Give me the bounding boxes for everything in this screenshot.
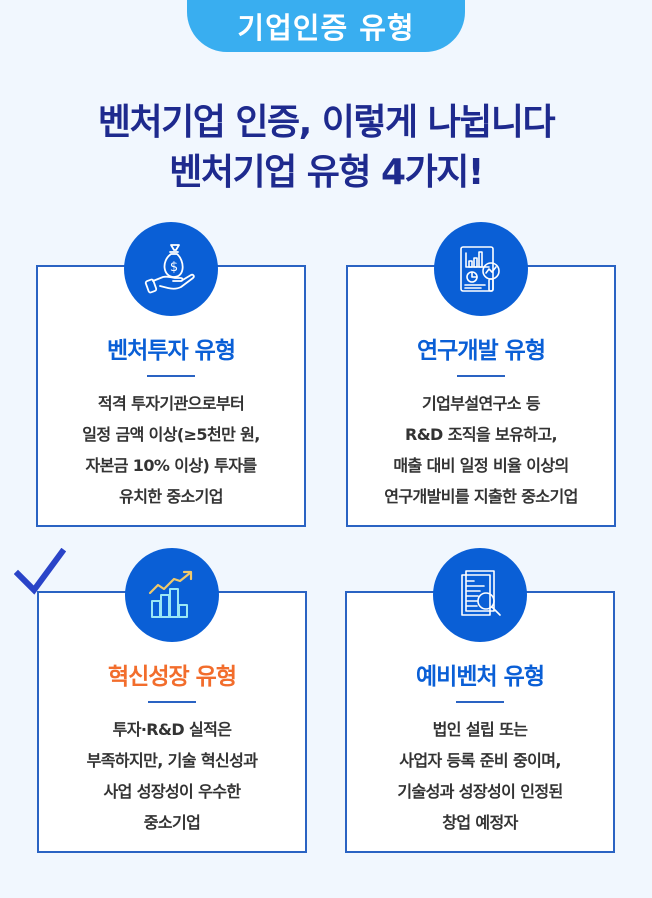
desc-line: 기업부설연구소 등 [422, 394, 541, 413]
svg-text:$: $ [170, 260, 178, 275]
divider [148, 701, 196, 703]
headline-line-2: 벤처기업 유형 4가지! [169, 152, 484, 193]
desc-line: 매출 대비 일정 비율 이상의 [393, 456, 569, 475]
card-description: 기업부설연구소 등 R&D 조직을 보유하고, 매출 대비 일정 비율 이상의 … [348, 388, 614, 512]
card-venture-investment: $ 벤처투자 유형 적격 투자기관으로부터 일정 금액 이상(≥5천만 원, 자… [36, 222, 306, 527]
section-badge: 기업인증 유형 [187, 0, 465, 52]
card-innovation-growth: 혁신성장 유형 투자·R&D 실적은 부족하지만, 기술 혁신성과 사업 성장성… [37, 548, 307, 853]
desc-line: 사업 성장성이 우수한 [103, 782, 241, 801]
card-title: 연구개발 유형 [417, 338, 546, 364]
divider [457, 375, 505, 377]
divider [456, 701, 504, 703]
desc-line: 유치한 중소기업 [119, 487, 223, 506]
document-search-icon [433, 548, 527, 642]
desc-line: 투자·R&D 실적은 [112, 720, 232, 739]
desc-line: 연구개발비를 지출한 중소기업 [384, 487, 578, 506]
desc-line: 사업자 등록 준비 중이며, [399, 751, 561, 770]
desc-line: 법인 설립 또는 [432, 720, 528, 739]
card-description: 적격 투자기관으로부터 일정 금액 이상(≥5천만 원, 자본금 10% 이상)… [38, 388, 304, 512]
desc-line: 자본금 10% 이상) 투자를 [85, 456, 257, 475]
desc-line: 중소기업 [143, 813, 201, 832]
headline-line-1: 벤처기업 인증, 이렇게 나뉩니다 [97, 102, 556, 143]
desc-line: 부족하지만, 기술 혁신성과 [86, 751, 258, 770]
desc-line: 창업 예정자 [442, 813, 518, 832]
report-magnifier-icon [434, 222, 528, 316]
growth-chart-icon [125, 548, 219, 642]
checkmark-icon [14, 548, 66, 595]
card-description: 투자·R&D 실적은 부족하지만, 기술 혁신성과 사업 성장성이 우수한 중소… [39, 714, 305, 838]
card-description: 법인 설립 또는 사업자 등록 준비 중이며, 기술성과 성장성이 인정된 창업… [347, 714, 613, 838]
divider [147, 375, 195, 377]
money-bag-hand-icon: $ [124, 222, 218, 316]
desc-line: R&D 조직을 보유하고, [404, 425, 558, 444]
card-title: 예비벤처 유형 [416, 664, 545, 690]
card-pre-venture: 예비벤처 유형 법인 설립 또는 사업자 등록 준비 중이며, 기술성과 성장성… [345, 548, 615, 853]
desc-line: 기술성과 성장성이 인정된 [397, 782, 563, 801]
desc-line: 적격 투자기관으로부터 [97, 394, 245, 413]
desc-line: 일정 금액 이상(≥5천만 원, [82, 425, 260, 444]
card-title: 벤처투자 유형 [107, 338, 236, 364]
card-title: 혁신성장 유형 [108, 664, 237, 690]
badge-label: 기업인증 유형 [237, 11, 415, 45]
card-rnd: 연구개발 유형 기업부설연구소 등 R&D 조직을 보유하고, 매출 대비 일정… [346, 222, 616, 527]
